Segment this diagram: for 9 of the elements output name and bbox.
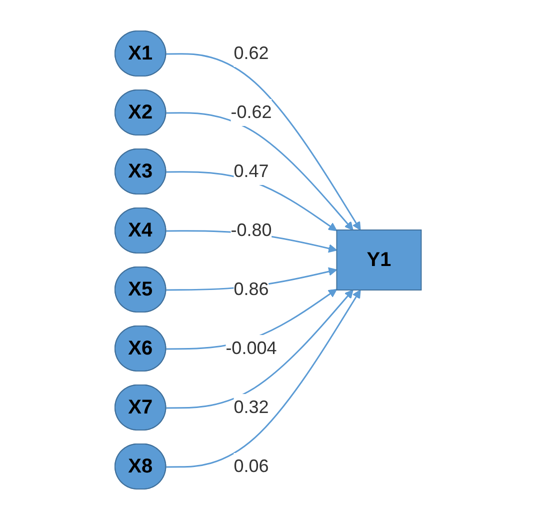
edge-label: -0.80: [231, 220, 272, 240]
edge-label: 0.47: [234, 160, 270, 181]
node-box: Y1: [336, 230, 422, 290]
edge-label: 0.86: [234, 278, 270, 299]
edge-label: -0.004: [226, 338, 278, 358]
edge-label: -0.62: [231, 102, 272, 122]
edge-label: 0.62: [234, 43, 270, 63]
edge-label: 0.06: [234, 456, 270, 476]
edge-label: 0.32: [234, 396, 270, 417]
